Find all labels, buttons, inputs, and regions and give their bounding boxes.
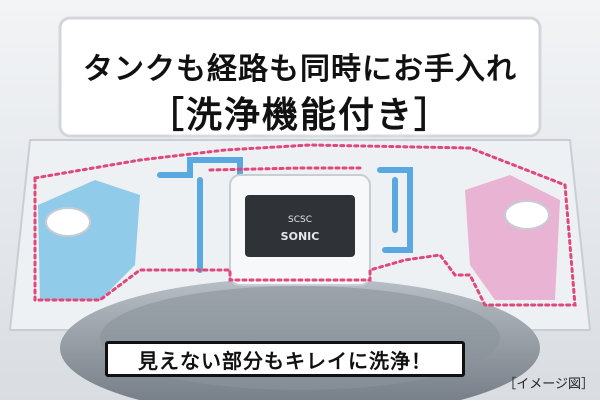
image-note: ［イメージ図］ [503, 377, 594, 392]
caption-text: 見えない部分もキレイに洗浄！ [138, 348, 432, 373]
lid [58, 16, 542, 138]
right-tank-icon [465, 175, 560, 300]
caption-box: 見えない部分もキレイに洗浄！ [105, 341, 465, 377]
panel-logo-line1: SCSC [288, 215, 312, 225]
path-outline [33, 143, 577, 307]
headline-line2: ［洗浄機能付き］ [147, 95, 452, 136]
control-panel-icon: SCSC SONIC [229, 174, 371, 286]
headline-line1: タンクも経路も同時にお手入れ [83, 52, 517, 87]
panel-logo-line2: SONIC [281, 230, 320, 243]
left-tank-icon [38, 180, 140, 300]
water-pipe-icon [157, 157, 413, 273]
